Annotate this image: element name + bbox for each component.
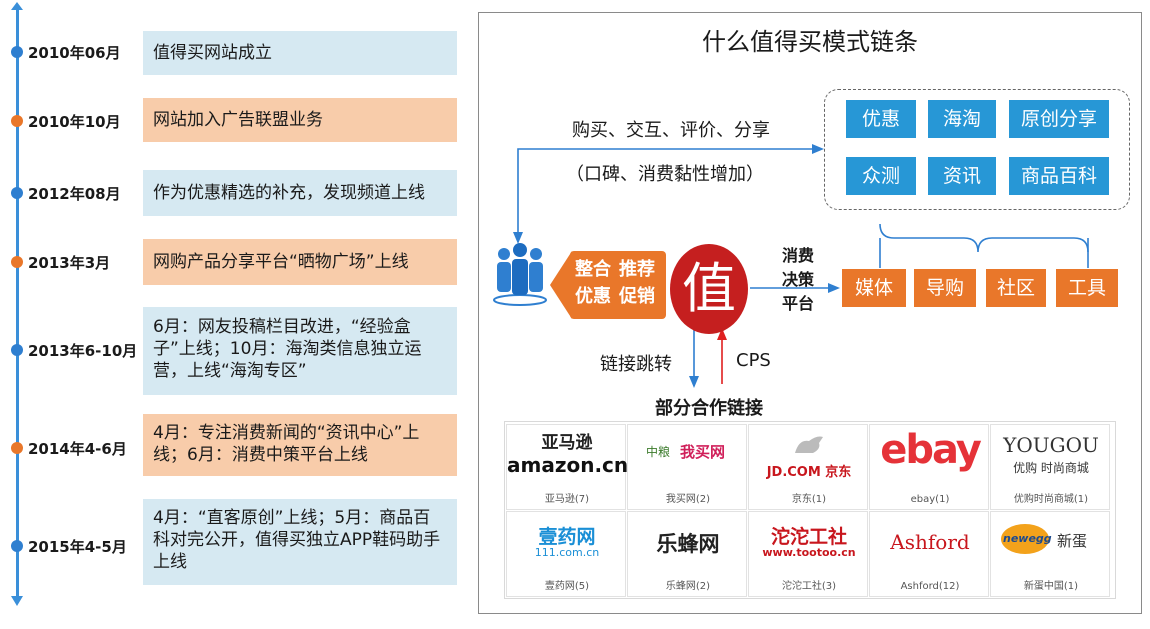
category-tag: 资讯 xyxy=(928,157,996,195)
timeline-axis-top xyxy=(11,2,23,10)
partner-caption: Ashford(12) xyxy=(900,581,960,592)
smzdm-logo: 值 xyxy=(670,244,748,334)
partner-logo: ebay xyxy=(880,427,982,473)
users-group-icon xyxy=(493,243,547,306)
timeline-dot xyxy=(11,46,23,58)
timeline-date: 2013年3月 xyxy=(28,254,111,272)
timeline-dot xyxy=(11,187,23,199)
partner-caption: 新蛋中国(1) xyxy=(1023,581,1079,592)
category-tag: 商品百科 xyxy=(1009,157,1109,195)
badge-text: 优惠 xyxy=(575,286,611,307)
partner-cell[interactable]: 沱沱工社 www.tootoo.cn 沱沱工社(3) xyxy=(748,511,868,597)
timeline-date: 2012年08月 xyxy=(28,185,121,203)
timeline-dot xyxy=(11,442,23,454)
timeline-event: 值得买网站成立 xyxy=(143,31,457,75)
partner-logo: YOUGOU xyxy=(1003,433,1099,457)
timeline-dot xyxy=(11,115,23,127)
platform-tag: 工具 xyxy=(1056,269,1118,307)
decision-label: 消费 xyxy=(782,246,815,265)
partner-caption: 亚马逊(7) xyxy=(544,494,590,505)
value-badge xyxy=(570,251,666,319)
timeline-event: 作为优惠精选的补充，发现频道上线 xyxy=(143,170,457,216)
partner-logo: 中粮 xyxy=(646,445,671,459)
partner-cell[interactable]: JD.COM 京东 京东(1) xyxy=(748,424,868,510)
logo-character: 值 xyxy=(682,257,736,320)
partner-cell[interactable]: YOUGOU 优购 时尚商城 优购时尚商城(1) xyxy=(990,424,1110,510)
partner-caption: 我买网(2) xyxy=(665,494,711,505)
category-tag: 原创分享 xyxy=(1009,100,1109,138)
partner-caption: 乐蜂网(2) xyxy=(665,581,711,592)
category-tag: 众测 xyxy=(846,157,916,195)
timeline-dot xyxy=(11,344,23,356)
partner-logo-sub: www.tootoo.cn xyxy=(762,546,856,559)
timeline-dot xyxy=(11,256,23,268)
category-tag: 优惠 xyxy=(846,100,916,138)
cps-label: CPS xyxy=(736,350,771,371)
flow-top-label: 购买、交互、评价、分享 xyxy=(572,120,770,141)
diagram-title: 什么值得买模式链条 xyxy=(702,28,918,56)
timeline-event: 网站加入广告联盟业务 xyxy=(143,98,457,142)
partner-caption: 京东(1) xyxy=(791,494,827,505)
timeline-date: 2010年10月 xyxy=(28,113,121,131)
partner-logo-sub: 111.com.cn xyxy=(534,546,600,559)
partner-caption: 沱沱工社(3) xyxy=(781,581,837,592)
partner-logo: JD.COM 京东 xyxy=(766,465,852,480)
timeline-event: 6月：网友投稿栏目改进，“经验盒子”上线；10月：海淘类信息独立运营，上线“海淘… xyxy=(143,307,457,395)
partner-cell[interactable]: newegg 新蛋 新蛋中国(1) xyxy=(990,511,1110,597)
partner-cell[interactable]: 壹药网 111.com.cn 壹药网(5) xyxy=(506,511,626,597)
badge-text: 整合 xyxy=(575,259,611,280)
timeline-event: 4月：专注消费新闻的“资讯中心”上线；6月：消费中策平台上线 xyxy=(143,414,457,476)
partner-cell[interactable]: 乐蜂网 乐蜂网(2) xyxy=(627,511,747,597)
decision-label: 决策 xyxy=(782,270,815,289)
timeline-event: 网购产品分享平台“晒物广场”上线 xyxy=(143,239,457,285)
timeline-date: 2015年4-5月 xyxy=(28,538,127,556)
partner-logo-sub: amazon.cn xyxy=(507,453,629,477)
partner-logo: 乐蜂网 xyxy=(656,532,720,556)
partner-logo: 亚马逊 xyxy=(541,433,593,453)
partner-caption: 壹药网(5) xyxy=(544,581,590,592)
partner-logo: Ashford xyxy=(890,530,970,554)
timeline-axis xyxy=(16,8,19,600)
partner-caption: ebay(1) xyxy=(910,494,950,505)
partner-cell[interactable]: Ashford Ashford(12) xyxy=(869,511,989,597)
timeline-date: 2014年4-6月 xyxy=(28,440,127,458)
link-jump-label: 链接跳转 xyxy=(600,354,672,375)
category-tag: 海淘 xyxy=(928,100,996,138)
badge-pointer xyxy=(550,251,572,319)
partner-logo-sub: 我买网 xyxy=(680,443,726,461)
flow-top-sublabel: （口碑、消费黏性增加） xyxy=(566,164,764,185)
badge-text: 促销 xyxy=(619,286,655,307)
partner-title: 部分合作链接 xyxy=(655,398,763,419)
jd-dog-icon xyxy=(795,436,823,453)
timeline-event: 4月：“直客原创”上线；5月：商品百科对完公开，值得买独立APP鞋码助手上线 xyxy=(143,499,457,585)
platform-tag: 媒体 xyxy=(842,269,906,307)
platform-tag: 社区 xyxy=(986,269,1046,307)
timeline-arrow-icon xyxy=(11,596,23,606)
partner-logo-sub: 新蛋 xyxy=(1057,532,1088,550)
badge-text: 推荐 xyxy=(619,259,655,280)
flow-connectors xyxy=(513,144,1089,388)
partner-logo: newegg xyxy=(1003,532,1052,545)
platform-tag: 导购 xyxy=(914,269,976,307)
partner-cell[interactable]: 中粮 我买网 我买网(2) xyxy=(627,424,747,510)
timeline-date: 2013年6-10月 xyxy=(28,342,138,360)
partner-logo: 沱沱工社 xyxy=(770,526,847,548)
partner-caption: 优购时尚商城(1) xyxy=(1013,494,1089,505)
decision-label: 平台 xyxy=(782,294,815,313)
partner-logo: 壹药网 xyxy=(538,526,596,548)
partner-cell[interactable]: 亚马逊 amazon.cn 亚马逊(7) xyxy=(506,424,629,510)
content-categories-group xyxy=(824,89,1130,210)
timeline-date: 2010年06月 xyxy=(28,44,121,62)
timeline-dot xyxy=(11,540,23,552)
partner-cell[interactable]: ebay ebay(1) xyxy=(869,424,989,510)
newegg-badge-icon xyxy=(1001,524,1049,554)
partner-logo-sub: 优购 时尚商城 xyxy=(1013,461,1089,475)
